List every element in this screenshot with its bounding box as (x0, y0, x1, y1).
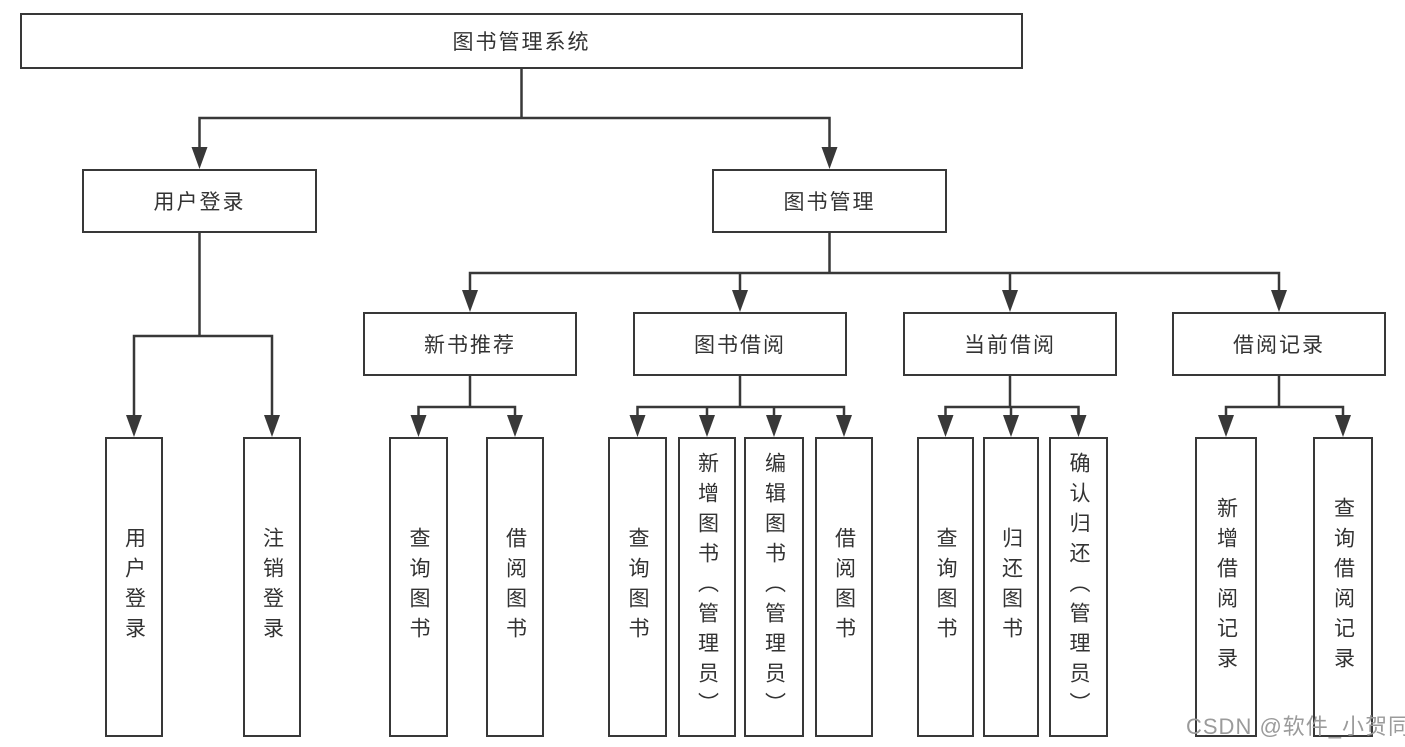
node-borrow-records: 借阅记录 (1172, 312, 1386, 376)
leaf-user-login: 用户登录 (105, 437, 163, 737)
leaf-query-books-current: 查询图书 (917, 437, 974, 737)
leaf-query-books-recommend: 查询图书 (389, 437, 448, 737)
leaf-query-books-borrow: 查询图书 (608, 437, 667, 737)
leaf-query-borrow-record: 查询借阅记录 (1313, 437, 1373, 737)
connector-book-borrow-to-leaves (629, 375, 852, 437)
leaf-return-book: 归还图书 (983, 437, 1039, 737)
connector-current-borrow-to-leaves (937, 375, 1087, 437)
leaf-add-borrow-record: 新增借阅记录 (1195, 437, 1257, 737)
leaf-add-book-admin-label: 新增图书（管理员） (695, 452, 719, 722)
node-borrow-records-label: 借阅记录 (1233, 334, 1325, 357)
leaf-logout-label: 注销登录 (260, 527, 284, 647)
csdn-watermark: CSDN @软件_小贺同学 (1186, 714, 1405, 739)
connector-user-login-to-leaves (126, 232, 280, 437)
connector-new-book-recommend-to-leaves (410, 375, 523, 437)
node-user-login-label: 用户登录 (153, 191, 246, 214)
connector-root-to-level2 (191, 69, 838, 169)
leaf-add-book-admin: 新增图书（管理员） (678, 437, 736, 737)
node-book-borrow-label: 图书借阅 (694, 334, 786, 357)
leaf-logout: 注销登录 (243, 437, 301, 737)
node-current-borrow: 当前借阅 (903, 312, 1117, 376)
leaf-query-books-current-label: 查询图书 (934, 527, 957, 647)
leaf-query-borrow-record-label: 查询借阅记录 (1331, 497, 1355, 677)
node-current-borrow-label: 当前借阅 (964, 334, 1056, 357)
node-book-borrow: 图书借阅 (633, 312, 847, 376)
leaf-query-books-borrow-label: 查询图书 (626, 527, 649, 647)
leaf-user-login-label: 用户登录 (122, 527, 146, 647)
leaf-add-borrow-record-label: 新增借阅记录 (1214, 497, 1238, 677)
connector-borrow-records-to-leaves (1218, 375, 1351, 437)
connector-book-management-to-level3 (462, 232, 1287, 312)
node-new-book-recommend: 新书推荐 (363, 312, 577, 376)
leaf-query-books-recommend-label: 查询图书 (407, 527, 430, 647)
leaf-edit-book-admin-label: 编辑图书（管理员） (762, 452, 786, 722)
leaf-confirm-return-admin-label: 确认归还（管理员） (1067, 452, 1090, 722)
leaf-borrow-books: 借阅图书 (815, 437, 873, 737)
node-root-system-label: 图书管理系统 (452, 31, 591, 54)
node-new-book-recommend-label: 新书推荐 (424, 334, 516, 357)
leaf-borrow-books-recommend-label: 借阅图书 (503, 527, 527, 647)
leaf-confirm-return-admin: 确认归还（管理员） (1049, 437, 1108, 737)
node-user-login: 用户登录 (82, 169, 317, 233)
leaf-return-book-label: 归还图书 (999, 527, 1023, 647)
node-book-management: 图书管理 (712, 169, 947, 233)
node-book-management-label: 图书管理 (783, 191, 876, 214)
leaf-edit-book-admin: 编辑图书（管理员） (744, 437, 804, 737)
leaf-borrow-books-label: 借阅图书 (832, 527, 856, 647)
leaf-borrow-books-recommend: 借阅图书 (486, 437, 544, 737)
node-root-system: 图书管理系统 (20, 13, 1023, 69)
